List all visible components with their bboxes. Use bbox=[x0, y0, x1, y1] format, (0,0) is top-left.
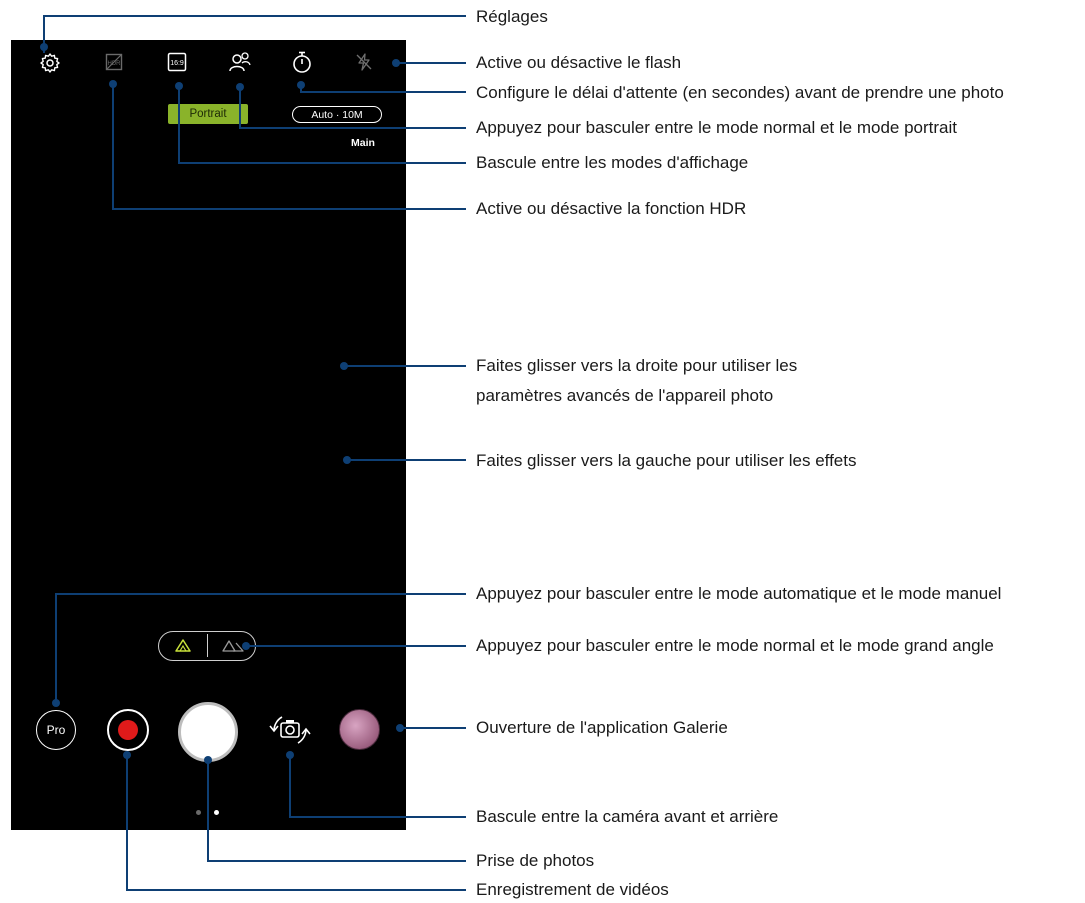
page-indicator-dot-active bbox=[214, 810, 219, 815]
callout-swipe-right-line1: Faites glisser vers la droite pour utili… bbox=[476, 356, 798, 375]
portrait-mode-icon[interactable] bbox=[228, 51, 252, 73]
callout-timer: Configure le délai d'attente (en seconde… bbox=[476, 83, 1004, 102]
callout-display-mode: Bascule entre les modes d'affichage bbox=[476, 153, 749, 172]
record-dot bbox=[118, 720, 138, 740]
callout-take-photo: Prise de photos bbox=[476, 851, 595, 870]
aspect-ratio-label: 16:9 bbox=[170, 60, 184, 67]
callout-swipe-right-line2: paramètres avancés de l'appareil photo bbox=[476, 386, 774, 405]
pro-mode-button[interactable]: Pro bbox=[36, 710, 76, 750]
callout-switch-camera: Bascule entre la caméra avant et arrière bbox=[476, 807, 779, 826]
record-video-icon[interactable] bbox=[107, 709, 149, 751]
switch-camera-icon[interactable] bbox=[268, 713, 312, 747]
callout-flash: Active ou désactive le flash bbox=[476, 53, 682, 72]
callout-settings: Réglages bbox=[476, 7, 548, 26]
flash-off-icon[interactable] bbox=[354, 52, 374, 72]
settings-gear-icon[interactable] bbox=[39, 52, 61, 74]
callout-portrait: Appuyez pour basculer entre le mode norm… bbox=[476, 118, 957, 137]
portrait-mode-badge[interactable]: Portrait bbox=[168, 104, 248, 124]
callout-hdr: Active ou désactive la fonction HDR bbox=[476, 199, 747, 218]
resolution-badge[interactable]: Auto · 10M bbox=[292, 106, 382, 123]
wide-angle-lens-icon[interactable] bbox=[222, 638, 244, 653]
lens-toggle[interactable] bbox=[158, 631, 256, 661]
lens-label: Main bbox=[351, 137, 375, 149]
gallery-thumbnail-icon[interactable] bbox=[339, 709, 380, 750]
callout-wide-angle: Appuyez pour basculer entre le mode norm… bbox=[476, 636, 994, 655]
shutter-icon[interactable] bbox=[178, 702, 238, 762]
callout-record-video: Enregistrement de vidéos bbox=[476, 880, 669, 899]
aspect-ratio-icon[interactable]: 16:9 bbox=[167, 52, 187, 72]
normal-lens-icon[interactable] bbox=[174, 638, 192, 653]
pro-mode-label: Pro bbox=[46, 723, 66, 737]
timer-icon[interactable] bbox=[291, 50, 313, 74]
page-indicator-dot bbox=[196, 810, 201, 815]
callout-swipe-left: Faites glisser vers la gauche pour utili… bbox=[476, 451, 857, 470]
hdr-icon[interactable]: HDR bbox=[105, 53, 123, 71]
callout-gallery: Ouverture de l'application Galerie bbox=[476, 718, 728, 737]
svg-text:HDR: HDR bbox=[108, 61, 122, 67]
lens-toggle-divider bbox=[207, 634, 208, 657]
callout-pro-mode: Appuyez pour basculer entre le mode auto… bbox=[476, 584, 1002, 603]
